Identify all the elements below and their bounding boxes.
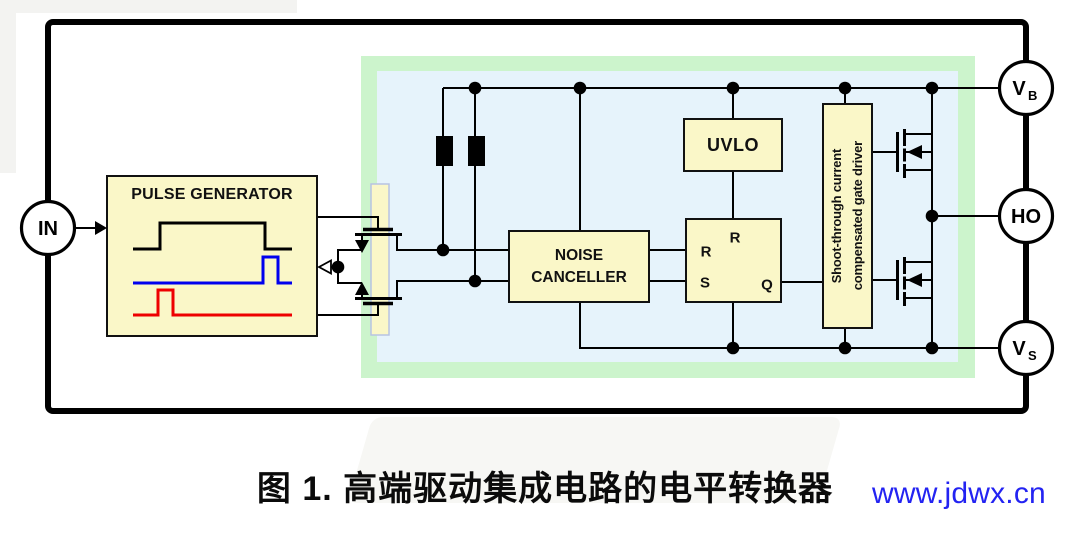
uvlo-label: UVLO: [706, 134, 759, 155]
gate-driver-label-line2: compensated gate driver: [849, 141, 865, 291]
scan-artifact-left-edge: [0, 13, 16, 173]
latch-pin-r-top: R: [729, 229, 741, 247]
latch-pin-q: Q: [761, 276, 773, 294]
vb-terminal-sub: B: [1028, 88, 1037, 103]
pulse-generator-label: PULSE GENERATOR: [131, 186, 293, 203]
latch-pin-r: R: [700, 243, 712, 261]
noise-canceller-box: NOISE CANCELLER: [508, 230, 650, 303]
figure-caption: 图 1. 高端驱动集成电路的电平转换器: [256, 470, 834, 508]
noise-canceller-label-line1: NOISE: [554, 246, 604, 264]
vs-terminal-sub: S: [1028, 348, 1037, 363]
gate-driver-label-line1: Shoot-through current: [828, 148, 844, 284]
gate-driver-label: Shoot-through current compensated gate d…: [827, 141, 869, 290]
noise-canceller-label-line2: CANCELLER: [531, 268, 627, 286]
rs-latch-box: R R S Q: [685, 218, 782, 303]
uvlo-box: UVLO: [683, 118, 783, 172]
scan-artifact-top-left: [0, 0, 297, 13]
watermark-url: www.jdwx.cn: [872, 477, 1046, 510]
gate-driver-box: Shoot-through current compensated gate d…: [822, 103, 873, 329]
latch-pin-s: S: [699, 274, 711, 292]
pulse-generator-box: PULSE GENERATOR: [106, 175, 318, 337]
